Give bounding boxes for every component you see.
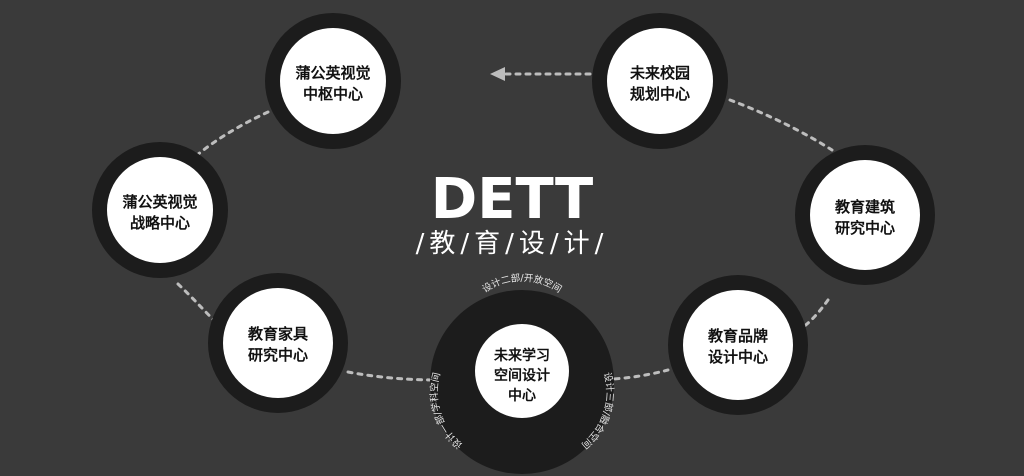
connector-1-3 [194, 110, 270, 158]
node-label: 蒲公英视觉 [122, 193, 197, 211]
connector-4-2 [728, 98, 834, 152]
node-label: 未来学习 [494, 347, 550, 364]
node-circle [810, 160, 920, 270]
brand-subtitle: /教/育/设/计/ [416, 229, 609, 259]
node-label: 教育品牌 [707, 327, 768, 345]
brand-title: DETT [431, 167, 593, 232]
node-circle [683, 290, 793, 400]
node-label: 蒲公英视觉 [295, 64, 370, 82]
node-label: 战略中心 [130, 214, 190, 232]
node-circle [107, 157, 213, 263]
node-label: 教育建筑 [834, 198, 895, 216]
node-circle [607, 28, 713, 134]
connector-5-7 [346, 370, 442, 382]
node-4[interactable]: 教育建筑 研究中心 [795, 145, 935, 285]
node-2[interactable]: 未来校园 规划中心 [592, 13, 728, 149]
node-label: 空间设计 [494, 367, 550, 384]
node-circle [223, 288, 333, 398]
node-label: 设计中心 [708, 348, 768, 366]
node-label: 中枢中心 [303, 85, 363, 103]
node-circle [475, 324, 569, 418]
node-1[interactable]: 蒲公英视觉 中枢中心 [265, 13, 401, 149]
node-7[interactable]: 未来学习 空间设计 中心 设计二部/开放空间 设计一部/学科空间 设计三部/融合… [428, 272, 616, 474]
node-label: 研究中心 [248, 346, 308, 364]
node-circle [280, 28, 386, 134]
node-5[interactable]: 教育家具 研究中心 [208, 273, 348, 413]
node-label: 规划中心 [630, 85, 690, 103]
node-6[interactable]: 教育品牌 设计中心 [668, 275, 808, 415]
node-label: 中心 [508, 387, 536, 404]
node-label: 教育家具 [247, 325, 308, 343]
left-arrow-icon [490, 67, 505, 81]
node-3[interactable]: 蒲公英视觉 战略中心 [92, 142, 228, 278]
node-label: 研究中心 [835, 219, 895, 237]
node-label: 未来校园 [629, 64, 690, 82]
